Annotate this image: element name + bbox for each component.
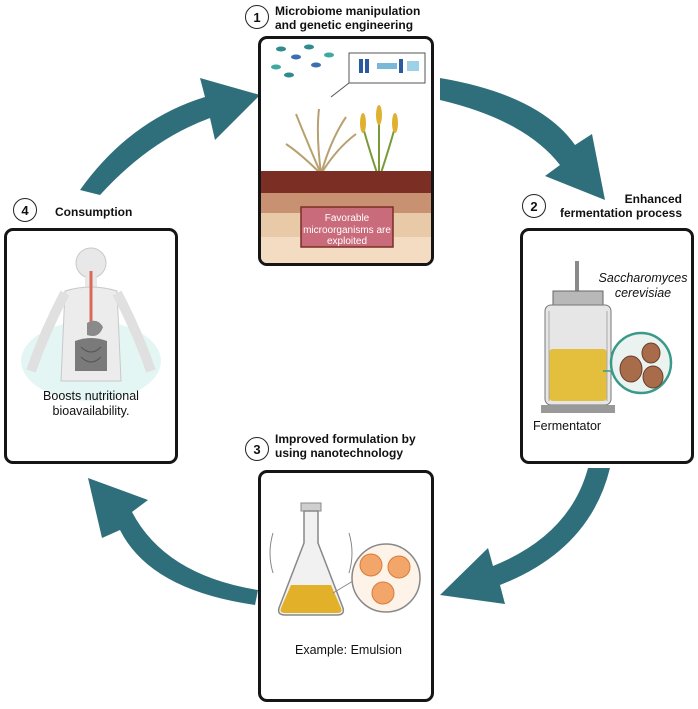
step-2-title: Enhanced fermentation process xyxy=(550,192,682,220)
droplets-icon xyxy=(332,543,421,613)
organism-line2: cerevisiae xyxy=(614,286,672,300)
panel-consumption: Boosts nutritional bioavailability. xyxy=(4,228,178,464)
label-line1: Favorable xyxy=(325,213,370,224)
fermentor-caption: Fermentator xyxy=(533,419,602,433)
step-3-title-line2: using nanotechnology xyxy=(275,446,403,460)
consumption-caption: Boosts nutritional bioavailability. xyxy=(7,389,175,419)
arrow-1-to-2 xyxy=(440,78,605,200)
arrow-4-to-1 xyxy=(80,78,260,195)
organism-name: Saccharomyces cerevisiae xyxy=(591,271,691,301)
organism-line1: Saccharomyces xyxy=(598,271,688,285)
step-3-title-line1: Improved formulation by xyxy=(275,432,416,446)
arrow-3-to-4 xyxy=(88,478,258,605)
step-2-title-line1: Enhanced xyxy=(624,192,682,206)
wheat-plant-icon xyxy=(360,105,398,180)
step-1-title-line1: Microbiome manipulation xyxy=(275,4,421,18)
step-1-title-line2: and genetic engineering xyxy=(275,18,414,32)
label-box xyxy=(300,206,394,248)
step-1-title: Microbiome manipulation and genetic engi… xyxy=(275,4,420,32)
arrow-2-to-3 xyxy=(440,468,610,604)
emulsion-illustration xyxy=(269,502,421,616)
panel-microbiome: Favorable microorganisms are exploited xyxy=(258,36,434,266)
step-2-number: 2 xyxy=(522,194,546,218)
step-3-title: Improved formulation by using nanotechno… xyxy=(275,432,416,460)
step-4-number: 4 xyxy=(13,198,37,222)
consumption-caption-line2: bioavailability. xyxy=(52,404,130,418)
human-body-illustration xyxy=(21,247,161,401)
flask-icon xyxy=(269,502,353,616)
yeast-cells-icon xyxy=(603,331,673,395)
step-3-number: 3 xyxy=(245,437,269,461)
step-4-title: Consumption xyxy=(55,205,133,219)
field-illustration: Favorable microorganisms are exploited xyxy=(261,44,431,263)
label-line2: microorganisms are xyxy=(303,225,391,236)
panel-nanotechnology: Example: Emulsion xyxy=(258,470,434,702)
soil-top-layer xyxy=(261,171,431,193)
human-body-icon xyxy=(21,247,161,401)
rice-plant-icon xyxy=(285,108,357,175)
step-2-title-line2: fermentation process xyxy=(559,206,682,220)
microbes-icon xyxy=(271,44,334,78)
emulsion-caption: Example: Emulsion xyxy=(295,643,402,657)
fermentor-icon xyxy=(541,261,615,413)
fermentor-illustration xyxy=(541,261,673,413)
consumption-caption-line1: Boosts nutritional xyxy=(43,389,139,403)
step-1-number: 1 xyxy=(245,5,269,29)
gene-construct-icon xyxy=(330,52,426,98)
label-line3: exploited xyxy=(327,236,367,247)
panel-fermentation: Saccharomyces cerevisiae Fermentator xyxy=(520,228,694,464)
